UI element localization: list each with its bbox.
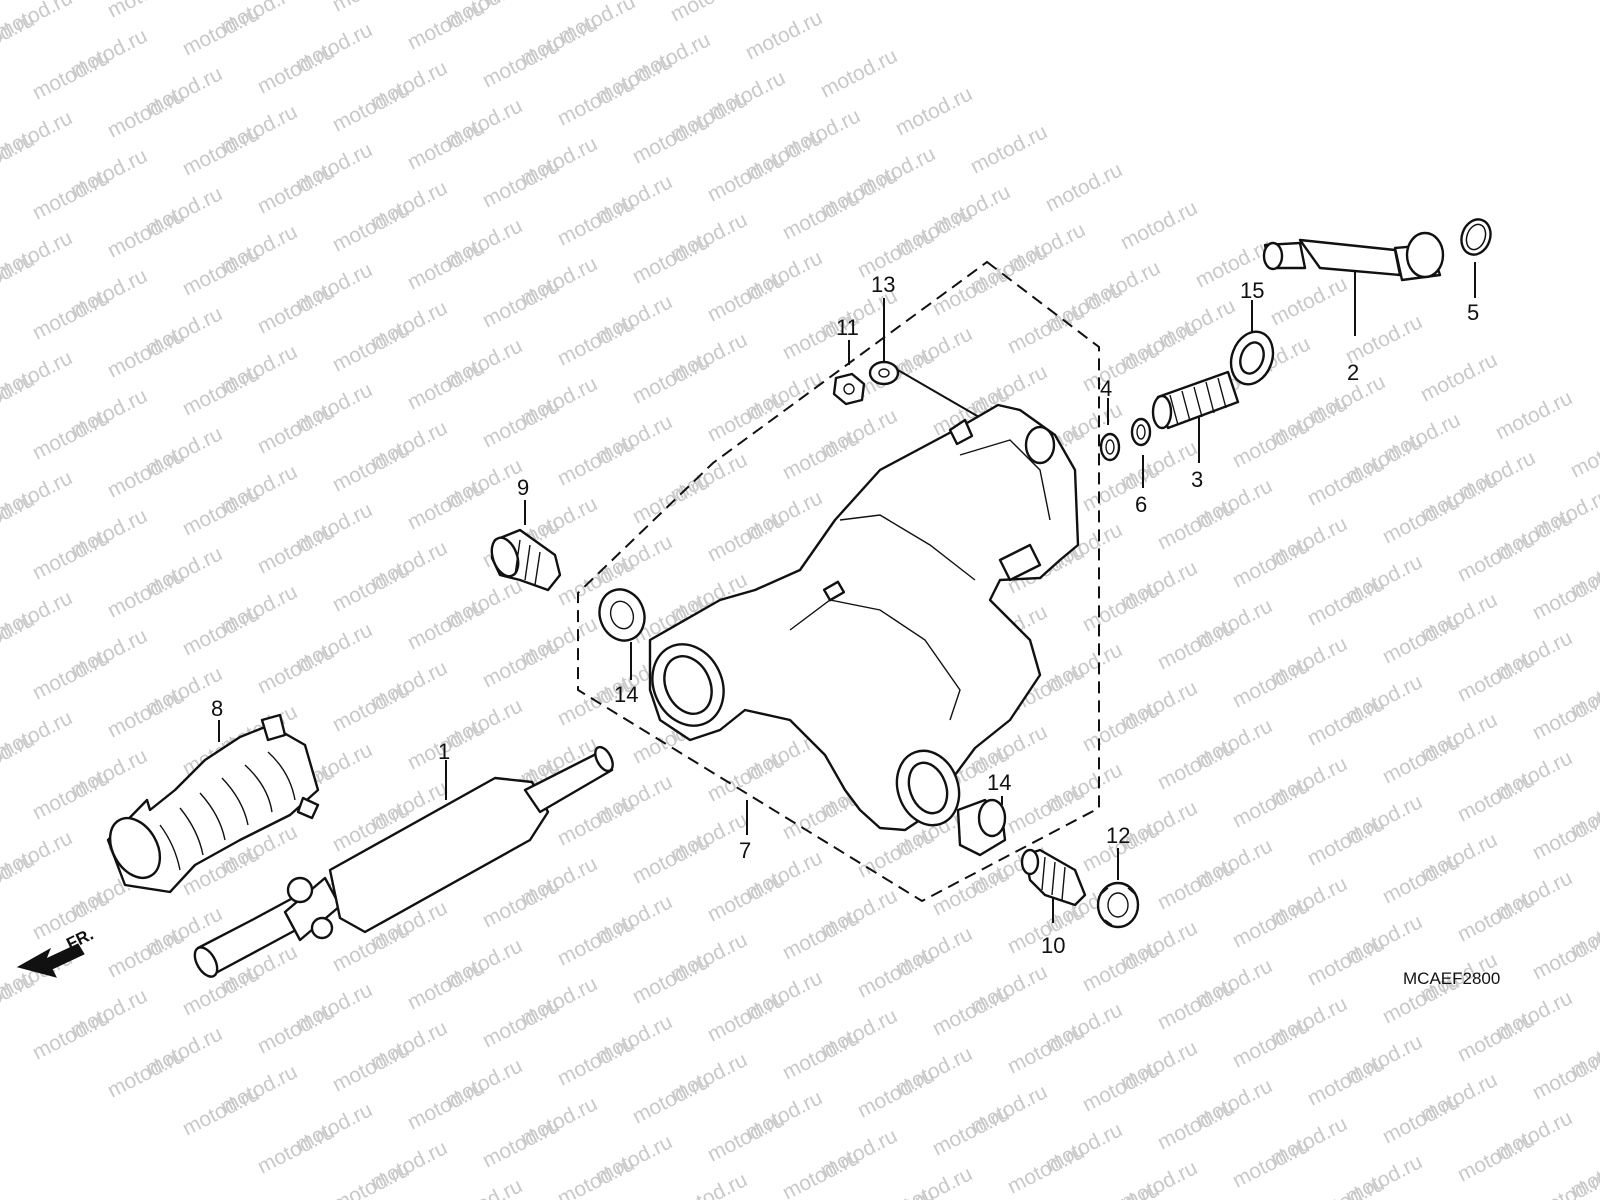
part-swingarm [648,403,1080,832]
callout-10: 10 [1041,933,1065,958]
front-arrow-icon [16,943,85,978]
callout-7: 7 [739,838,751,863]
part-spring [1151,370,1240,430]
part-bearing-14-upper [598,588,646,642]
diagram-code: MCAEF2800 [1403,969,1500,988]
callout-4: 4 [1100,376,1112,401]
part-drive-shaft [193,745,614,978]
part-pivot-bolt-10 [1020,848,1087,907]
callout-6: 6 [1135,492,1147,517]
part-pinion-shaft [1262,231,1445,282]
part-pivot-bolt-9 [490,528,562,592]
callout-5: 5 [1467,300,1479,325]
callout-1: 1 [438,739,450,764]
callout-3: 3 [1191,467,1203,492]
callout-15: 15 [1240,278,1264,303]
part-bearing-14-lower [956,798,1007,857]
part-bearing-ring [1229,330,1275,386]
callout-14-lower: 14 [987,770,1011,795]
callout-11: 11 [836,315,859,340]
part-washer-13 [868,360,900,386]
callout-14-upper: 14 [614,682,638,707]
callout-13: 13 [871,272,895,297]
part-washer-4 [1099,432,1121,462]
part-nut-11 [832,372,866,406]
callout-12: 12 [1106,823,1130,848]
part-washer-6 [1130,417,1152,447]
callout-2: 2 [1347,360,1359,385]
assembly-boundary [577,260,1100,903]
part-circlip [1460,218,1492,256]
callout-8: 8 [211,696,223,721]
part-boot [106,713,320,894]
leader-lines [218,261,1476,923]
part-locknut-12 [1096,881,1140,929]
callout-9: 9 [517,475,529,500]
